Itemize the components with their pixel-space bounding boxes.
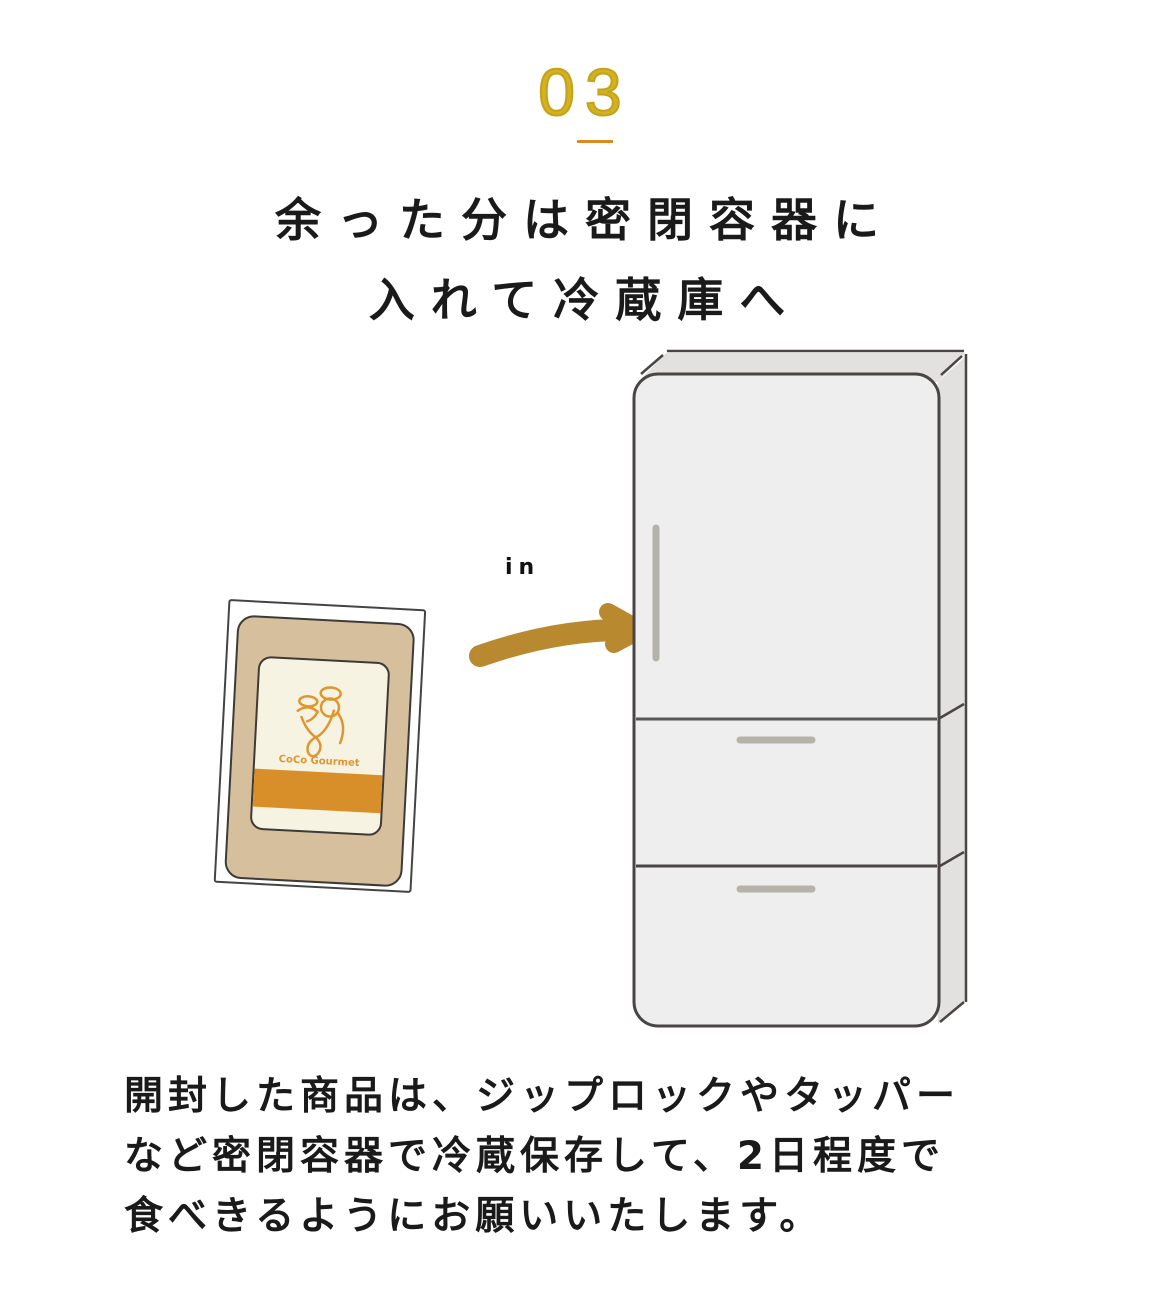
storage-illustration: CoCo Gourmet [213, 349, 968, 1028]
step-divider [577, 140, 613, 143]
instruction-line-3: 食べきるようにお願いいたします。 [124, 1194, 824, 1239]
step-title: 余った分は密閉容器に 入れて冷蔵庫へ [0, 180, 1170, 340]
step-title-line-1: 余った分は密閉容器に [275, 193, 895, 247]
product-package-icon: CoCo Gourmet [213, 599, 427, 893]
instruction-line-1: 開封した商品は、ジップロックやタッパー [124, 1074, 961, 1119]
arrow-icon [469, 618, 646, 667]
brand-name: CoCo Gourmet [278, 754, 360, 769]
instruction-text: 開封した商品は、ジップロックやタッパー など密閉容器で冷蔵保存して、2日程度で … [124, 1067, 1064, 1247]
step-title-line-2: 入れて冷蔵庫へ [368, 273, 802, 327]
brand-logo-icon [296, 686, 345, 758]
instruction-line-2: など密閉容器で冷蔵保存して、2日程度で [124, 1134, 946, 1179]
arrow-label: in [505, 555, 541, 580]
step-number: 03 [537, 54, 632, 130]
refrigerator-icon [632, 349, 968, 1028]
